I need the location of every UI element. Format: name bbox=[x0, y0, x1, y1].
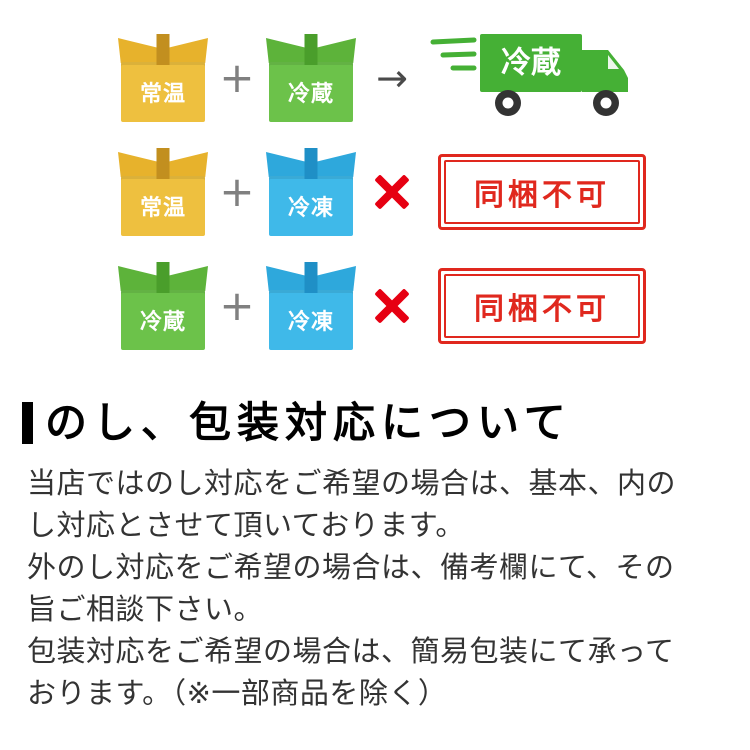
arrow-right-icon: → bbox=[376, 56, 408, 100]
box-front: 冷蔵 bbox=[269, 62, 353, 122]
delivery-truck-icon: 冷蔵 bbox=[430, 34, 628, 116]
result-symbol-area bbox=[356, 172, 428, 212]
section-body: 当店ではのし対応をご希望の場合は、基本、内のし対応とさせて頂いております。 外の… bbox=[0, 462, 703, 714]
box-icon-room-temperature: 常温 bbox=[118, 148, 208, 236]
noshi-wrapping-section: のし、包装対応について 当店ではのし対応をご希望の場合は、基本、内のし対応とさせ… bbox=[0, 398, 750, 714]
paragraph: 外のし対応をご希望の場合は、備考欄にて、その旨ご相談下さい。 bbox=[27, 550, 675, 627]
result-symbol-area bbox=[356, 286, 428, 326]
truck-window bbox=[608, 55, 619, 69]
box-label: 冷蔵 bbox=[139, 310, 186, 335]
truck-cargo-box bbox=[480, 34, 582, 92]
stamp-label: 同梱不可 bbox=[444, 274, 640, 338]
box-label: 常温 bbox=[139, 82, 186, 107]
section-heading: のし、包装対応について bbox=[0, 398, 750, 447]
paragraph: 当店ではのし対応をご希望の場合は、基本、内のし対応とさせて頂いております。 bbox=[27, 466, 677, 543]
box-front: 冷凍 bbox=[269, 176, 353, 236]
not-bundleable-stamp: 同梱不可 bbox=[438, 154, 646, 230]
result-symbol-area: → bbox=[356, 59, 428, 97]
box-tape bbox=[156, 34, 170, 65]
truck-cab bbox=[582, 50, 628, 92]
box-front: 冷蔵 bbox=[121, 290, 205, 350]
heading-accent-bar bbox=[22, 402, 33, 445]
diagram-row-1: 常温 + 冷蔵 → 冷蔵 bbox=[0, 32, 750, 124]
speed-lines-icon bbox=[430, 37, 477, 71]
box-icon-frozen: 冷凍 bbox=[266, 148, 356, 236]
box-icon-refrigerated: 冷蔵 bbox=[118, 262, 208, 350]
not-bundleable-stamp: 同梱不可 bbox=[438, 268, 646, 344]
box-tape bbox=[304, 34, 318, 65]
stamp-label: 同梱不可 bbox=[444, 160, 640, 224]
cross-icon bbox=[372, 286, 412, 326]
box-tape bbox=[304, 262, 318, 293]
box-tape bbox=[304, 148, 318, 179]
box-icon-room-temperature: 常温 bbox=[118, 34, 208, 122]
box-icon-frozen: 冷凍 bbox=[266, 262, 356, 350]
box-tape bbox=[156, 148, 170, 179]
box-front: 常温 bbox=[121, 176, 205, 236]
box-label: 冷蔵 bbox=[287, 82, 334, 107]
box-tape bbox=[156, 262, 170, 293]
box-label: 冷凍 bbox=[287, 196, 334, 221]
box-front: 常温 bbox=[121, 62, 205, 122]
shipping-combination-diagram: 常温 + 冷蔵 → 冷蔵 bbox=[0, 0, 750, 352]
box-icon-refrigerated: 冷蔵 bbox=[266, 34, 356, 122]
delivery-truck: 冷蔵 bbox=[430, 30, 642, 126]
cross-icon bbox=[372, 172, 412, 212]
plus-symbol: + bbox=[219, 281, 255, 330]
section-title: のし、包装対応について bbox=[45, 398, 572, 447]
diagram-row-3: 冷蔵 + 冷凍 同梱不可 bbox=[0, 260, 750, 352]
plus-symbol: + bbox=[219, 53, 255, 102]
diagram-row-2: 常温 + 冷凍 同梱不可 bbox=[0, 146, 750, 238]
plus-symbol: + bbox=[219, 167, 255, 216]
paragraph: 包装対応をご希望の場合は、簡易包装にて承っております。（※一部商品を除く） bbox=[27, 634, 675, 711]
box-label: 常温 bbox=[139, 196, 186, 221]
box-label: 冷凍 bbox=[287, 310, 334, 335]
truck-label: 冷蔵 bbox=[501, 46, 561, 81]
box-front: 冷凍 bbox=[269, 290, 353, 350]
